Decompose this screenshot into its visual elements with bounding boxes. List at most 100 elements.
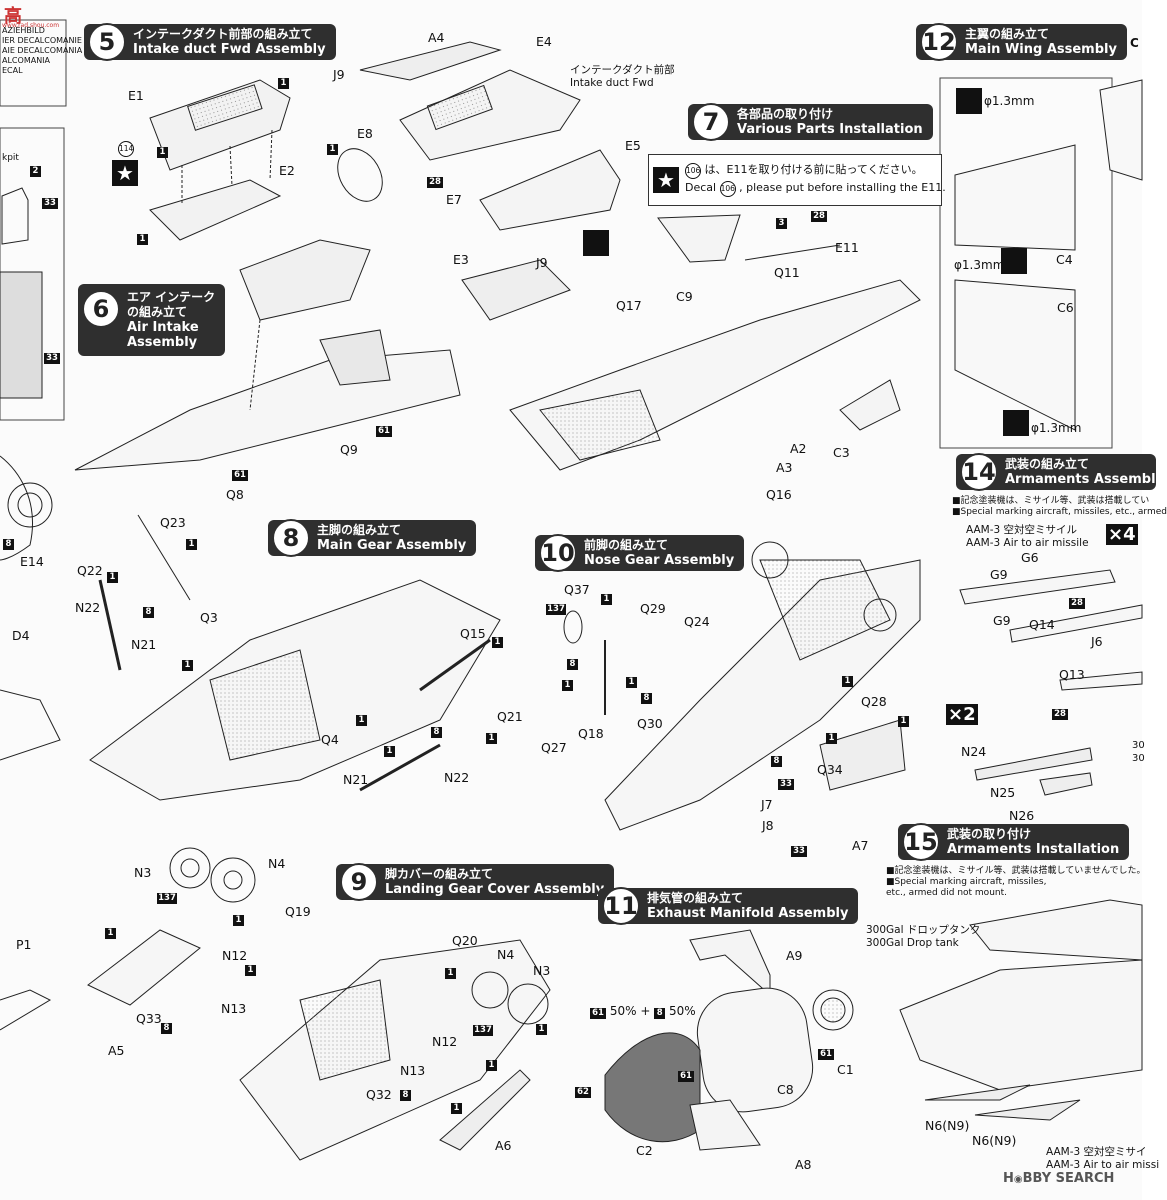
aam-note-2: AAM-3 空対空ミサイ AAM-3 Air to air missi [1046,1146,1159,1172]
paint-code-badge: 137 [546,604,566,615]
paint-code-badge: 1 [601,594,612,605]
part-label: Q33 [136,1011,162,1026]
paint-code-badge: 1 [562,680,573,691]
paint-code-badge: 1 [137,234,148,245]
part-label: Q3 [200,610,218,625]
decal-note-en-b: , please put before installing the E11. [739,181,946,194]
step-number: 7 [692,103,730,141]
hole-size-label: φ1.3mm [1031,421,1082,435]
part-label: E11 [835,240,859,255]
part-label: C8 [777,1082,794,1097]
part-label: Q13 [1059,667,1085,682]
paint-code-badge: 1 [626,677,637,688]
drill-icon [583,230,609,256]
drill-icon [1001,248,1027,274]
part-label: D4 [12,628,30,643]
site-url: www.rad.shou.com [2,22,60,29]
aam-note-jp: AAM-3 空対空ミサイル [966,524,1078,536]
part-label: A4 [428,30,445,45]
part-label: A6 [495,1138,512,1153]
paint-code-badge: 1 [536,1024,547,1035]
part-label: N22 [444,770,470,785]
paint-code-badge: 1 [327,144,338,155]
paint-code-badge: 8 [143,607,154,618]
decal-legend: AZIEHBILD IER DECALCOMANIE AIE DECALCOMA… [2,26,82,76]
part-label: Q22 [77,563,103,578]
partial-label: 30 [1132,740,1145,751]
decal-legend-panel [0,19,67,107]
step-number: 14 [960,453,998,491]
legend-line: ALCOMANIA [2,56,51,65]
step-8-header: 8 主脚の組み立て Main Gear Assembly [268,519,477,557]
part-label: Q28 [861,694,887,709]
hobby-search-text: BBY SEARCH [1022,1171,1115,1186]
paint-code-badge: 33 [44,353,60,364]
step-title-en: Main Gear Assembly [317,538,467,553]
site-logo-mark: 高 [4,6,22,27]
decal-note-en-a: Decal [685,181,717,194]
part-label: Q4 [321,732,339,747]
part-label: C9 [676,289,693,304]
part-label: E8 [357,126,373,141]
part-label: A5 [108,1043,125,1058]
step-12-header: 12 主翼の組み立て Main Wing Assembly [916,23,1127,61]
step-7-header: 7 各部品の取り付け Various Parts Installation [688,103,933,141]
paint-code-badge: 61 [678,1071,694,1082]
step-title-jp: インテークダクト前部の組み立て [133,27,313,41]
paint-code-badge: 28 [1069,598,1085,609]
decal-note-en: Decal 106 , please put before installing… [685,181,946,197]
star-icon: ★ [653,167,679,193]
paint-code-badge: 28 [1052,709,1068,720]
part-label: Q8 [226,487,244,502]
part-label: Q11 [774,265,800,280]
part-label: E1 [128,88,144,103]
part-label: Q17 [616,298,642,313]
part-label: Q30 [637,716,663,731]
step-title-en-2: Assembly [127,335,198,350]
part-label: C4 [1056,252,1073,267]
intake-duct-note: インテークダクト前部 Intake duct Fwd [570,64,675,90]
hobby-search-logo: H◉BBY SEARCH [1003,1171,1114,1186]
paint-code-badge: 1 [245,965,256,976]
aam-note: AAM-3 空対空ミサイル AAM-3 Air to air missile [966,524,1089,550]
aam-note-en: AAM-3 Air to air missi [1046,1159,1160,1171]
step-number: 8 [272,519,310,557]
decal-note-box: ★ 106 は、E11を取り付ける前に貼ってください。 Decal 106 , … [648,154,946,206]
hobby-search-icon: ◉ [1013,1174,1023,1185]
paint-code-badge: 1 [186,539,197,550]
step-number: 15 [902,823,940,861]
star-icon: ★ [112,160,138,186]
decal-number-badge: 106 [719,181,736,197]
part-label: Q27 [541,740,567,755]
paint-code-badge: 137 [473,1025,493,1036]
step-number: 5 [88,23,126,61]
part-label: N12 [222,948,248,963]
step-title-en: Exhaust Manifold Assembly [647,906,849,921]
part-label: N26 [1009,808,1035,823]
part-label: G9 [993,613,1011,628]
step-title-jp: 各部品の取り付け [737,107,834,121]
paint-code-badge: 8 [400,1090,411,1101]
part-label: Q15 [460,626,486,641]
step-title-jp: エア インテーク [127,290,216,304]
cockpit-panel [0,127,65,421]
step-number: 9 [340,863,378,901]
part-label: Q34 [817,762,843,777]
drop-tank-en: 300Gal Drop tank [866,937,959,949]
quantity-badge: ×4 [1106,524,1138,545]
cockpit-detail [0,271,43,399]
paint-code-badge: 1 [278,78,289,89]
step-title-en: Various Parts Installation [737,122,923,137]
hole-size-label: φ1.3mm [984,94,1035,108]
part-label: C3 [833,445,850,460]
part-label: Q24 [684,614,710,629]
step-10-header: 10 前脚の組み立て Nose Gear Assembly [535,534,745,572]
decal-note-jp: 106 は、E11を取り付ける前に貼ってください。 [685,163,923,179]
step-title-en: Air Intake [127,320,199,335]
paint-code-badge: 8 [3,539,14,550]
drop-tank-note: 300Gal ドロップタンク 300Gal Drop tank [866,924,980,950]
aam-note-en: AAM-3 Air to air missile [966,537,1089,549]
part-label: J6 [1091,634,1103,649]
part-label: A7 [852,838,869,853]
paint-code-badge: 28 [427,177,443,188]
